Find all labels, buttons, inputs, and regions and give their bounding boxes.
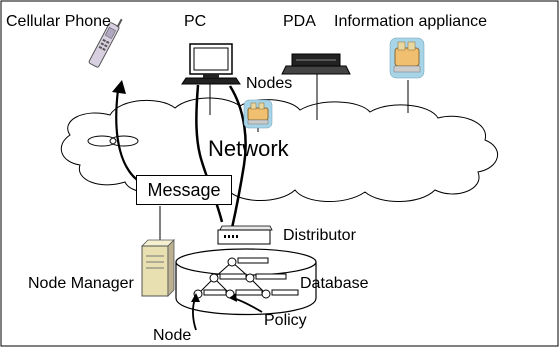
nodes-label: Nodes — [246, 75, 293, 92]
message-to-phone-arrow — [115, 89, 141, 183]
node-label: Node — [153, 327, 192, 344]
information-appliance-label: Information appliance — [334, 13, 487, 30]
policy-arrow-head — [229, 293, 237, 302]
pda-icon — [281, 53, 351, 75]
pc-label: PC — [184, 13, 207, 30]
distributor-icon — [217, 225, 273, 245]
pc-to-distributor-curve-2 — [228, 85, 247, 229]
pc-icon — [181, 43, 241, 85]
database-label: Database — [300, 275, 369, 292]
tap-oval-1 — [87, 135, 117, 147]
information-appliance-icon — [389, 37, 425, 79]
node-arrow-head — [191, 293, 200, 302]
network-label: Network — [208, 136, 289, 161]
node-manager-label: Node Manager — [28, 275, 134, 292]
tap-oval-2 — [109, 135, 139, 147]
message-box: Message — [136, 175, 232, 205]
distributor-label: Distributor — [283, 227, 356, 244]
phone-arrow-head — [112, 80, 126, 94]
node-manager-server-icon — [141, 239, 175, 297]
node-appliance-icon — [243, 99, 273, 129]
message-label: Message — [147, 179, 221, 200]
cellular-phone-icon — [88, 18, 123, 68]
policy-label: Policy — [264, 312, 307, 329]
cellular-phone-label: Cellular Phone — [6, 13, 111, 30]
pda-label: PDA — [283, 13, 316, 30]
